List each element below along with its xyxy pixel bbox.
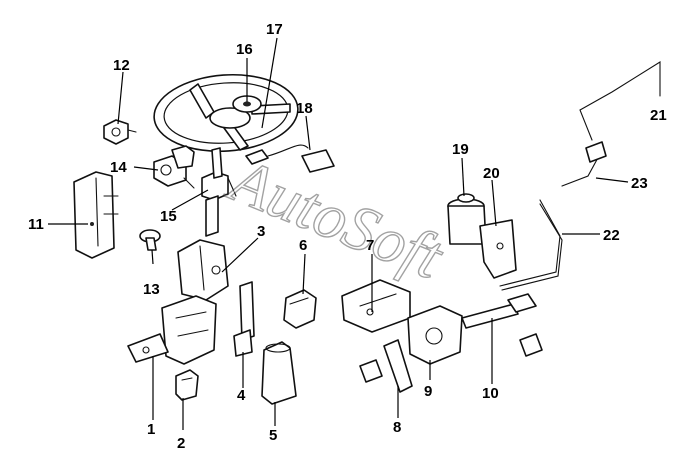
callout-1: 1 bbox=[147, 421, 155, 438]
reservoir-bracket bbox=[479, 219, 517, 279]
callout-23: 23 bbox=[631, 175, 648, 192]
rubber-bushing bbox=[283, 289, 317, 329]
drop-arm-nut bbox=[175, 369, 199, 401]
return-pipe bbox=[579, 61, 661, 141]
callout-3: 3 bbox=[257, 223, 265, 240]
callout-20: 20 bbox=[483, 165, 500, 182]
steering-wheel bbox=[153, 73, 299, 153]
ignition-lock bbox=[103, 119, 137, 145]
callout-5: 5 bbox=[269, 427, 277, 444]
steering-gear-housing bbox=[177, 239, 229, 301]
column-shroud bbox=[73, 171, 119, 259]
callout-8: 8 bbox=[393, 419, 401, 436]
callout-labels: 1 2 3 4 5 6 7 8 9 10 11 12 13 14 15 16 1… bbox=[28, 21, 667, 452]
mounting-bolt bbox=[139, 229, 161, 251]
pressure-pipe bbox=[499, 199, 563, 291]
leader-lines bbox=[48, 37, 629, 430]
steering-gear bbox=[127, 295, 217, 365]
callout-18: 18 bbox=[296, 100, 313, 117]
steering-shaft bbox=[201, 147, 237, 237]
callout-2: 2 bbox=[177, 435, 185, 452]
callout-12: 12 bbox=[113, 57, 130, 74]
callout-22: 22 bbox=[603, 227, 620, 244]
watermark: AutoSoft bbox=[217, 142, 454, 293]
callout-10: 10 bbox=[482, 385, 499, 402]
tie-rod bbox=[461, 293, 543, 357]
protective-boot bbox=[261, 341, 297, 405]
fluid-reservoir bbox=[447, 193, 487, 245]
callout-14: 14 bbox=[110, 159, 127, 176]
callout-4: 4 bbox=[237, 387, 246, 404]
steering-damper bbox=[233, 281, 255, 357]
combination-switch bbox=[153, 145, 195, 189]
return-hose bbox=[561, 141, 607, 187]
pitman-arm bbox=[359, 339, 413, 393]
callout-16: 16 bbox=[236, 41, 253, 58]
switch-connector-cable bbox=[245, 144, 335, 173]
callout-15: 15 bbox=[160, 208, 177, 225]
power-steering-pump bbox=[407, 305, 463, 365]
pump-bracket bbox=[341, 279, 411, 333]
horn-pad bbox=[232, 95, 262, 113]
callout-17: 17 bbox=[266, 21, 283, 38]
callout-11: 11 bbox=[28, 216, 44, 233]
callout-6: 6 bbox=[299, 237, 307, 254]
callout-7: 7 bbox=[366, 237, 374, 254]
callout-13: 13 bbox=[143, 281, 160, 298]
callout-21: 21 bbox=[650, 107, 667, 124]
callout-19: 19 bbox=[452, 141, 469, 158]
callout-9: 9 bbox=[424, 383, 432, 400]
